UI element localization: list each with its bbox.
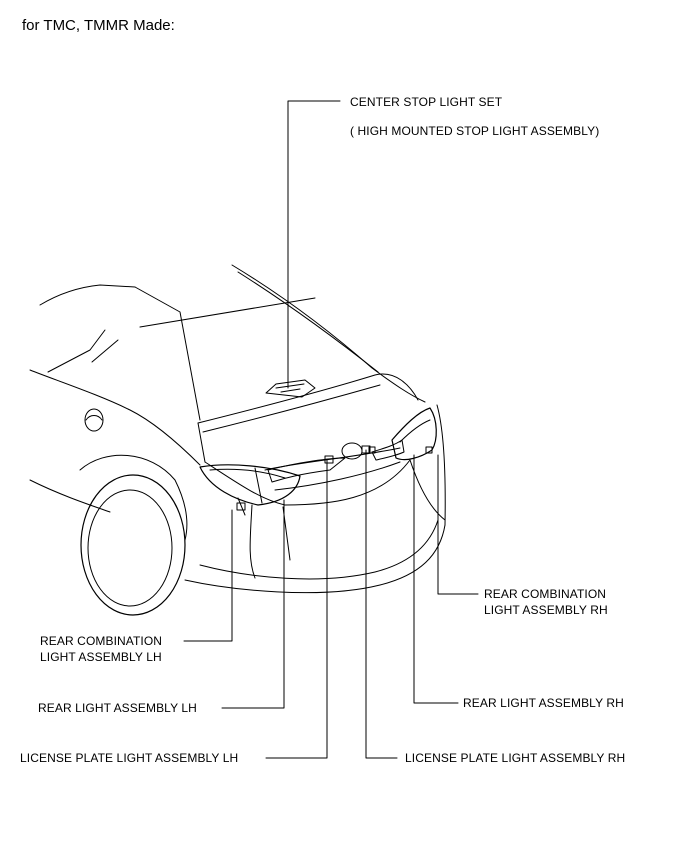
label-high-mounted-stop-light: ( HIGH MOUNTED STOP LIGHT ASSEMBLY) [350,124,600,138]
rear-combination-light-rh [391,407,437,461]
label-rear-light-lh: REAR LIGHT ASSEMBLY LH [38,701,197,715]
car-body-outline [29,264,446,616]
leader-lines [183,100,479,759]
label-rear-combination-lh-line2: LIGHT ASSEMBLY LH [40,650,162,664]
label-rear-light-rh: REAR LIGHT ASSEMBLY RH [463,696,624,710]
license-plate-lights [324,445,376,464]
high-mounted-stop-light [265,379,316,398]
rear-combination-light-lh [199,464,301,511]
label-center-stop-light: CENTER STOP LIGHT SET [350,95,503,109]
rear-light-rh [371,439,405,461]
label-license-plate-rh: LICENSE PLATE LIGHT ASSEMBLY RH [405,751,626,765]
rear-light-lh [267,457,346,483]
label-rear-combination-lh-line1: REAR COMBINATION [40,634,163,648]
label-rear-combination-rh-line2: LIGHT ASSEMBLY RH [484,603,608,617]
diagram-header: for TMC, TMMR Made: [22,17,175,34]
label-rear-combination-rh-line1: REAR COMBINATION [484,587,607,601]
label-license-plate-lh: LICENSE PLATE LIGHT ASSEMBLY LH [20,751,239,765]
